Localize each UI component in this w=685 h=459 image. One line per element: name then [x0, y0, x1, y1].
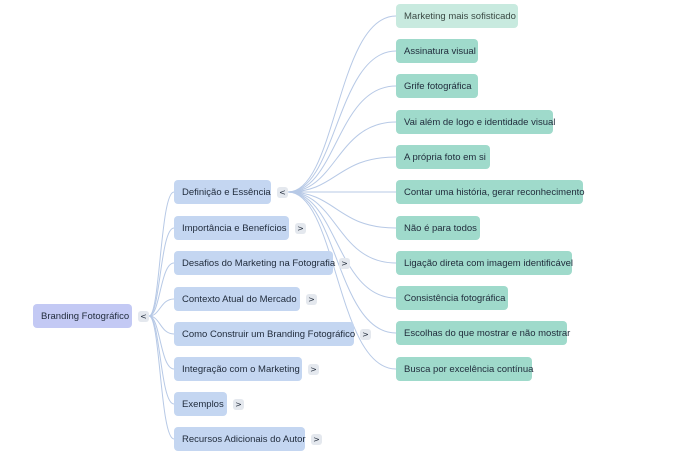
leaf-label: Consistência fotográfica — [404, 292, 506, 304]
branch-integracao-marketing[interactable]: Integração com o Marketing — [174, 357, 302, 381]
collapse-icon[interactable]: < — [277, 186, 288, 198]
branch-label: Exemplos — [182, 398, 224, 410]
branch-label: Desafios do Marketing na Fotografia — [182, 257, 336, 269]
root-label: Branding Fotográfico — [41, 310, 130, 322]
leaf-contar-historia[interactable]: Contar uma história, gerar reconheciment… — [396, 180, 585, 204]
branch-desafios-marketing[interactable]: Desafios do Marketing na Fotografia — [174, 251, 336, 275]
expand-icon[interactable]: > — [308, 363, 319, 375]
connector-branch-leaf — [287, 191, 397, 229]
connector-root-branch — [148, 315, 175, 370]
leaf-nao-para-todos[interactable]: Não é para todos — [396, 216, 480, 240]
leaf-label: Contar uma história, gerar reconheciment… — [404, 186, 585, 198]
leaf-label: A própria foto em si — [404, 151, 486, 163]
expand-icon[interactable]: > — [311, 433, 322, 445]
branch-label: Importância e Benefícios — [182, 222, 287, 234]
expand-icon[interactable]: > — [360, 328, 371, 340]
connector-root-branch — [148, 298, 175, 317]
connector-branch-leaf — [287, 85, 397, 193]
branch-exemplos[interactable]: Exemplos — [174, 392, 227, 416]
leaf-escolhas[interactable]: Escolhas do que mostrar e não mostrar — [396, 321, 571, 345]
connector-branch-leaf — [287, 121, 397, 193]
leaf-busca-excelencia[interactable]: Busca por excelência contínua — [396, 357, 534, 381]
leaf-label: Não é para todos — [404, 222, 477, 234]
leaf-label: Escolhas do que mostrar e não mostrar — [404, 327, 571, 339]
expand-icon[interactable]: > — [233, 398, 244, 410]
branch-label: Recursos Adicionais do Autor — [182, 433, 306, 445]
branch-definicao-essencia[interactable]: Definição e Essência — [174, 180, 271, 204]
leaf-label: Assinatura visual — [404, 45, 476, 57]
leaf-consistencia[interactable]: Consistência fotográfica — [396, 286, 508, 310]
connector-root-branch — [148, 227, 175, 317]
connector-branch-leaf — [287, 191, 397, 264]
root-node[interactable]: Branding Fotográfico — [33, 304, 132, 328]
expand-icon[interactable]: > — [295, 222, 306, 234]
connector-root-branch — [148, 315, 175, 440]
branch-como-construir[interactable]: Como Construir um Branding Fotográfico — [174, 322, 356, 346]
connector-branch-leaf — [287, 50, 397, 193]
leaf-label: Grife fotográfica — [404, 80, 472, 92]
connector-branch-leaf — [287, 191, 397, 299]
branch-label: Contexto Atual do Mercado — [182, 293, 297, 305]
branch-recursos-autor[interactable]: Recursos Adicionais do Autor — [174, 427, 306, 451]
branch-contexto-mercado[interactable]: Contexto Atual do Mercado — [174, 287, 300, 311]
leaf-label: Busca por excelência contínua — [404, 363, 534, 375]
connector-branch-leaf — [287, 191, 397, 334]
branch-label: Definição e Essência — [182, 186, 271, 198]
leaf-ligacao-direta[interactable]: Ligação direta com imagem identificável — [396, 251, 573, 275]
branch-importancia-beneficios[interactable]: Importância e Benefícios — [174, 216, 289, 240]
connector-branch-leaf — [287, 156, 397, 193]
branch-label: Como Construir um Branding Fotográfico — [182, 328, 356, 340]
collapse-icon[interactable]: < — [138, 310, 149, 322]
leaf-label: Vai além de logo e identidade visual — [404, 116, 556, 128]
expand-icon[interactable]: > — [339, 257, 350, 269]
leaf-alem-logo[interactable]: Vai além de logo e identidade visual — [396, 110, 556, 134]
leaf-label: Ligação direta com imagem identificável — [404, 257, 573, 269]
connector-root-branch — [148, 262, 175, 317]
leaf-assinatura-visual[interactable]: Assinatura visual — [396, 39, 478, 63]
leaf-marketing-sofisticado[interactable]: Marketing mais sofisticado — [396, 4, 518, 28]
leaf-label: Marketing mais sofisticado — [404, 10, 516, 22]
connector-branch-leaf — [287, 15, 397, 193]
leaf-grife-fotografica[interactable]: Grife fotográfica — [396, 74, 478, 98]
connector-branch-leaf — [287, 191, 397, 370]
connector-root-branch — [148, 191, 175, 317]
branch-label: Integração com o Marketing — [182, 363, 300, 375]
expand-icon[interactable]: > — [306, 293, 317, 305]
leaf-propria-foto[interactable]: A própria foto em si — [396, 145, 490, 169]
